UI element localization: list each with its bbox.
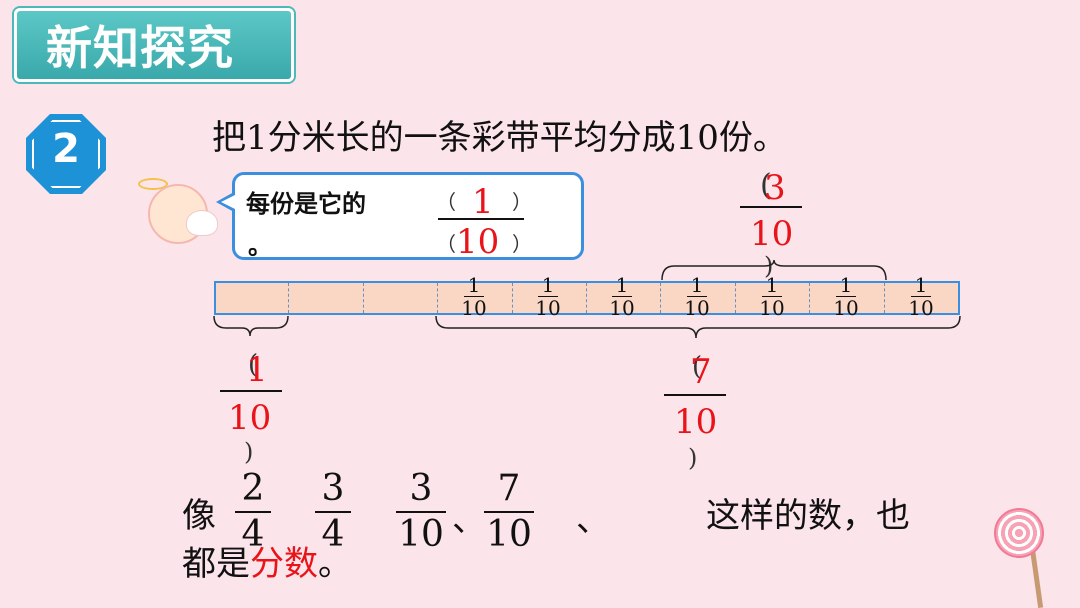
lollipop-stick	[1029, 547, 1044, 608]
section-banner	[14, 8, 294, 82]
fraction-num: 7	[497, 468, 521, 509]
segment-label-den: 10	[609, 296, 635, 320]
segment-label: 1 10	[518, 273, 578, 320]
fraction-den: 10	[398, 514, 444, 555]
segment-label-num: 1	[839, 273, 853, 297]
segment-divider	[809, 283, 810, 313]
left-brace	[213, 315, 289, 337]
bubble-tail-inner	[221, 195, 235, 209]
top-answer-paren-open: (	[760, 168, 772, 203]
segment-divider	[288, 283, 289, 313]
left-answer-paren-open: (	[248, 350, 259, 380]
fraction-den: 4	[321, 514, 345, 555]
halo-icon	[138, 178, 168, 190]
segment-divider	[884, 283, 885, 313]
segment-label-num: 1	[765, 273, 779, 297]
top-answer-denominator: 10	[750, 214, 794, 254]
top-answer-numerator: 3	[764, 168, 786, 208]
bubble-paren-open-top: （	[436, 190, 456, 214]
segment-label-den: 10	[684, 296, 710, 320]
segment-label-num: 1	[690, 273, 704, 297]
segment-label-den: 10	[535, 296, 561, 320]
segment-label-num: 1	[914, 273, 928, 297]
segment-label: 1 10	[816, 273, 876, 320]
bubble-answer-denominator: 10	[456, 222, 500, 262]
banner-title: 新知探究	[46, 21, 234, 75]
segment-divider	[512, 283, 513, 313]
segment-label: 1 10	[891, 273, 951, 320]
fraction-separator: 、	[576, 500, 610, 540]
bubble-paren-close-bottom: ）	[512, 232, 532, 256]
sentence-prefix: 像	[182, 496, 216, 536]
segment-label: 1 10	[592, 273, 652, 320]
ribbon-strip	[214, 281, 960, 315]
fraction-num: 2	[241, 468, 265, 509]
fraction-num: 3	[409, 468, 433, 509]
sentence-line2: 都是分数。	[182, 536, 352, 585]
mid-answer-bar	[664, 394, 726, 396]
segment-label: 1 10	[667, 273, 727, 320]
example-badge-ring	[32, 120, 100, 188]
segment-divider	[437, 283, 438, 313]
mid-answer-paren-open: (	[692, 352, 703, 382]
bubble-answer-numerator: 1	[472, 182, 494, 222]
segment-label-den: 10	[908, 296, 934, 320]
highlight-word: 分数	[250, 544, 318, 584]
example-fraction: 3 4	[298, 470, 368, 554]
segment-label-num: 1	[615, 273, 629, 297]
bubble-text-line1: 每份是它的	[246, 189, 366, 218]
problem-text: 把1分米长的一条彩带平均分成10份。	[212, 118, 787, 158]
left-answer-paren-close: )	[244, 438, 254, 466]
fraction-den: 4	[241, 514, 265, 555]
speech-bubble	[232, 172, 584, 260]
segment-label-num: 1	[541, 273, 555, 297]
segment-divider	[660, 283, 661, 313]
fraction-num: 3	[321, 468, 345, 509]
left-answer-numerator: 1	[246, 350, 268, 390]
mid-answer-paren-close: )	[688, 444, 698, 472]
mid-answer-denominator: 10	[674, 402, 718, 442]
lollipop-icon	[994, 508, 1044, 558]
segment-divider	[586, 283, 587, 313]
segment-label-den: 10	[759, 296, 785, 320]
mid-answer-numerator: 7	[690, 352, 712, 392]
segment-label-den: 10	[461, 296, 487, 320]
segment-divider	[363, 283, 364, 313]
segment-label-num: 1	[467, 273, 481, 297]
bottom-brace	[435, 315, 961, 339]
top-answer-bar	[740, 206, 802, 208]
segment-label: 1 10	[444, 273, 504, 320]
segment-divider	[735, 283, 736, 313]
sentence-line2-end: 。	[318, 544, 352, 584]
left-answer-denominator: 10	[228, 398, 272, 438]
segment-label-den: 10	[833, 296, 859, 320]
example-number: 2	[52, 126, 80, 172]
example-fraction: 7 10	[474, 470, 544, 554]
top-brace	[661, 260, 887, 281]
sentence-suffix: 这样的数，也	[706, 496, 910, 536]
sentence-line2-start: 都是	[182, 544, 250, 584]
left-answer-bar	[220, 390, 282, 392]
segment-label: 1 10	[742, 273, 802, 320]
fraction-separator: 、	[452, 500, 486, 540]
example-fraction: 3 10	[386, 470, 456, 554]
bubble-text-line2: 。	[248, 231, 272, 260]
bubble-paren-open-bottom: （	[436, 232, 456, 256]
example-fraction: 2 4	[218, 470, 288, 554]
bubble-fraction-bar	[438, 218, 524, 220]
fraction-den: 10	[486, 514, 532, 555]
bubble-paren-close-top: ）	[512, 190, 532, 214]
wing-icon	[186, 210, 218, 236]
